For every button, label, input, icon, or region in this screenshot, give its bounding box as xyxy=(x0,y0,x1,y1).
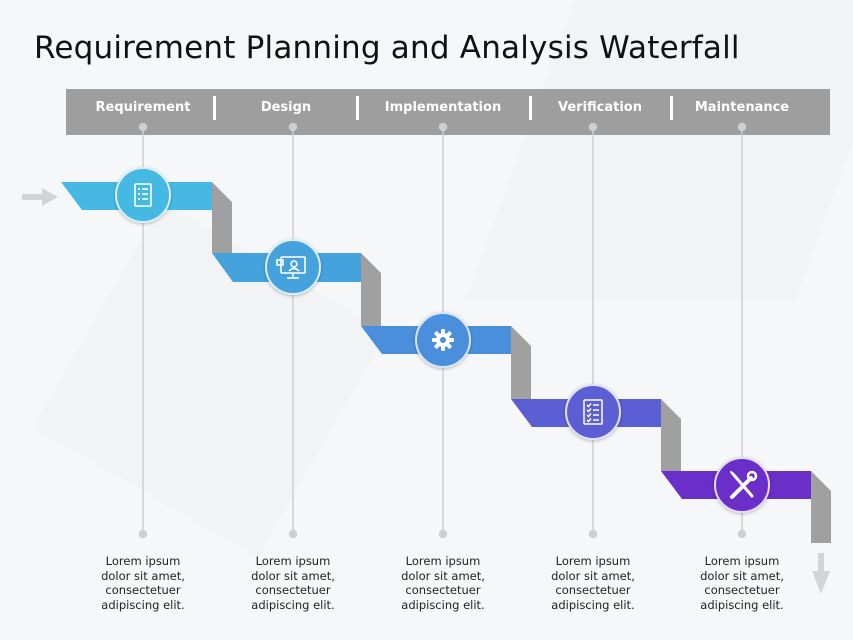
phase-label-maintenance: Maintenance xyxy=(694,100,790,115)
phase-label-requirement: Requirement xyxy=(95,100,191,115)
header-separator xyxy=(670,96,673,120)
phase-label-implementation: Implementation xyxy=(384,100,502,115)
document-list-icon xyxy=(134,183,152,207)
node-verification xyxy=(565,384,621,440)
page-title: Requirement Planning and Analysis Waterf… xyxy=(34,30,740,66)
gear-icon xyxy=(432,329,454,351)
node-requirement xyxy=(115,167,171,223)
entry-arrow-icon xyxy=(22,188,58,206)
header-separator xyxy=(356,96,359,120)
tools-icon xyxy=(730,470,758,499)
phase-header-bar: Requirement Design Implementation Verifi… xyxy=(66,89,830,135)
monitor-design-icon xyxy=(276,256,306,279)
exit-arrow-icon xyxy=(812,553,830,594)
checklist-icon xyxy=(583,399,603,425)
phase-label-design: Design xyxy=(260,100,312,115)
fold-segments xyxy=(212,182,831,543)
header-separator xyxy=(213,96,216,120)
phase-label-verification: Verification xyxy=(557,100,643,115)
header-separator xyxy=(529,96,532,120)
